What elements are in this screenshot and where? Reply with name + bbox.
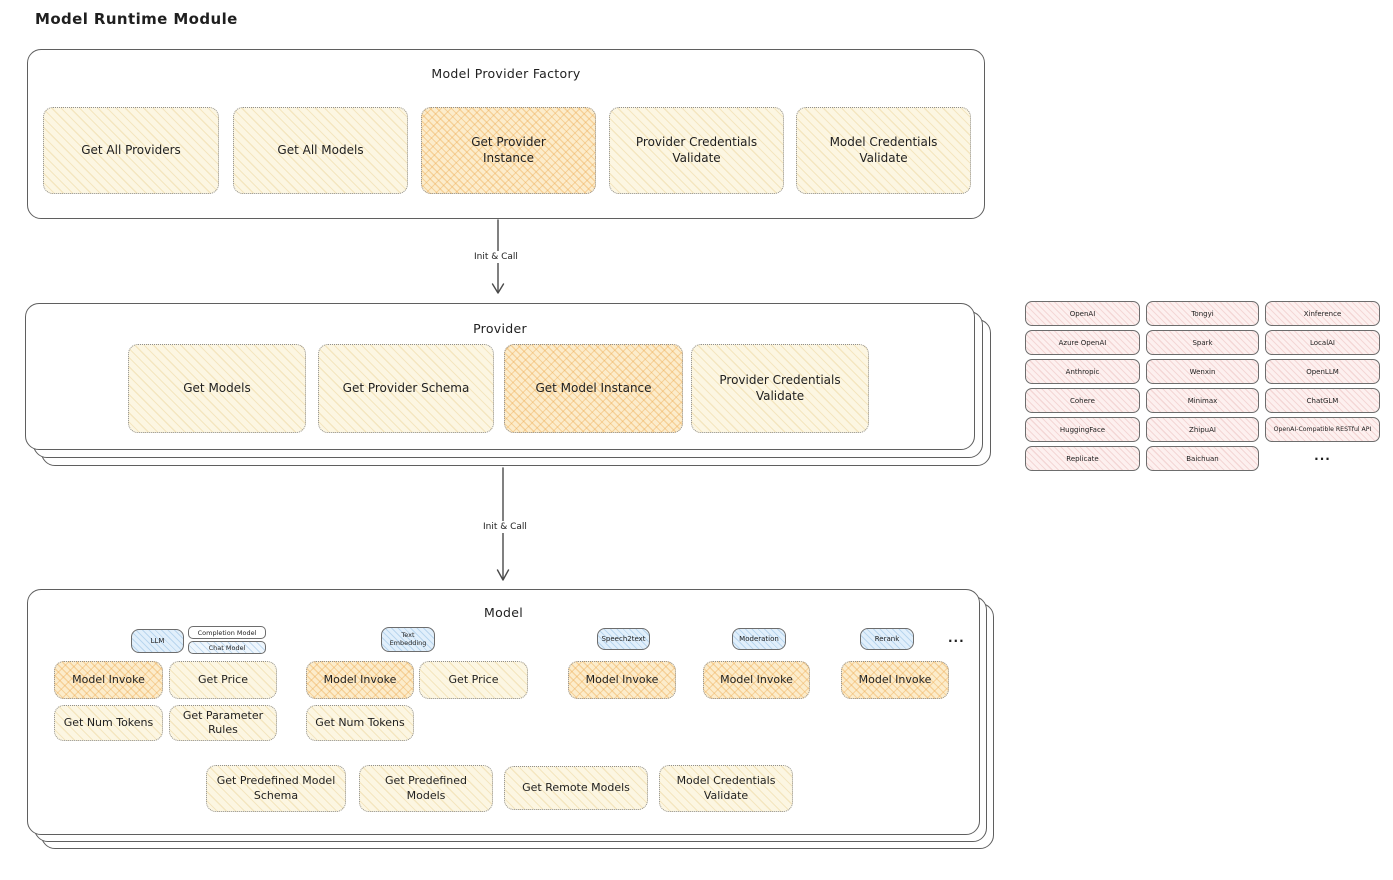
vendor-openllm: OpenLLM	[1265, 359, 1380, 384]
model-get-predefined-model-schema: Get Predefined Model Schema	[206, 765, 346, 812]
model-model-credentials-validate: Model Credentials Validate	[659, 765, 793, 812]
factory-method-get-all-providers: Get All Providers	[43, 107, 219, 194]
vendor-azure-openai: Azure OpenAI	[1025, 330, 1140, 355]
text-embedding-model-invoke: Model Invoke	[306, 661, 414, 699]
speech2text-model-invoke: Model Invoke	[568, 661, 676, 699]
vendor-baichuan: Baichuan	[1146, 446, 1259, 471]
provider-method-provider-credentials-validate: Provider Credentials Validate	[691, 344, 869, 433]
tab-text-embedding: Text Embedding	[381, 627, 435, 652]
model-container: Model LLM Completion Model Chat Model Te…	[27, 589, 980, 835]
llm-get-price: Get Price	[169, 661, 277, 699]
vendor-zhipuai: ZhipuAI	[1146, 417, 1259, 442]
vendor-cohere: Cohere	[1025, 388, 1140, 413]
vendor-wenxin: Wenxin	[1146, 359, 1259, 384]
vendor-openai-compatible-restful-api: OpenAI-Compatible RESTful API	[1265, 417, 1380, 442]
vendor-replicate: Replicate	[1025, 446, 1140, 471]
vendor-openai: OpenAI	[1025, 301, 1140, 326]
model-get-predefined-models: Get Predefined Models	[359, 765, 493, 812]
arrow2-label: Init & Call	[479, 521, 531, 533]
vendor-localai: LocalAI	[1265, 330, 1380, 355]
arrow1-label: Init & Call	[470, 251, 522, 263]
model-title: Model	[483, 605, 524, 620]
provider-method-get-provider-schema: Get Provider Schema	[318, 344, 494, 433]
factory-method-get-all-models: Get All Models	[233, 107, 408, 194]
tab-chat-model: Chat Model	[188, 641, 266, 654]
vendor-spark: Spark	[1146, 330, 1259, 355]
llm-get-num-tokens: Get Num Tokens	[54, 705, 163, 741]
vendor-tongyi: Tongyi	[1146, 301, 1259, 326]
factory-method-provider-credentials-validate: Provider Credentials Validate	[609, 107, 784, 194]
vendor-huggingface: HuggingFace	[1025, 417, 1140, 442]
text-embedding-get-price: Get Price	[419, 661, 528, 699]
model-get-remote-models: Get Remote Models	[504, 766, 648, 810]
vendor-anthropic: Anthropic	[1025, 359, 1140, 384]
tab-speech2text: Speech2text	[597, 628, 650, 650]
tab-rerank: Rerank	[860, 628, 914, 650]
tab-completion-model: Completion Model	[188, 626, 266, 639]
provider-method-get-model-instance: Get Model Instance	[504, 344, 683, 433]
tabs-more-ellipsis: ...	[948, 631, 965, 645]
factory-container: Model Provider Factory Get All Providers…	[27, 49, 985, 219]
factory-title: Model Provider Factory	[431, 66, 581, 81]
llm-model-invoke: Model Invoke	[54, 661, 163, 699]
provider-method-get-models: Get Models	[128, 344, 306, 433]
moderation-model-invoke: Model Invoke	[703, 661, 810, 699]
factory-method-model-credentials-validate: Model Credentials Validate	[796, 107, 971, 194]
provider-container: Provider Get Models Get Provider Schema …	[25, 303, 975, 450]
factory-method-get-provider-instance: Get Provider Instance	[421, 107, 596, 194]
text-embedding-get-num-tokens: Get Num Tokens	[306, 705, 414, 741]
vendors-more-ellipsis: ...	[1314, 449, 1331, 463]
llm-get-parameter-rules: Get Parameter Rules	[169, 705, 277, 741]
provider-title: Provider	[473, 321, 527, 336]
vendor-chatglm: ChatGLM	[1265, 388, 1380, 413]
page-title: Model Runtime Module	[35, 10, 238, 28]
tab-llm: LLM	[131, 629, 184, 653]
vendor-xinference: Xinference	[1265, 301, 1380, 326]
vendor-minimax: Minimax	[1146, 388, 1259, 413]
tab-moderation: Moderation	[732, 628, 786, 650]
rerank-model-invoke: Model Invoke	[841, 661, 949, 699]
